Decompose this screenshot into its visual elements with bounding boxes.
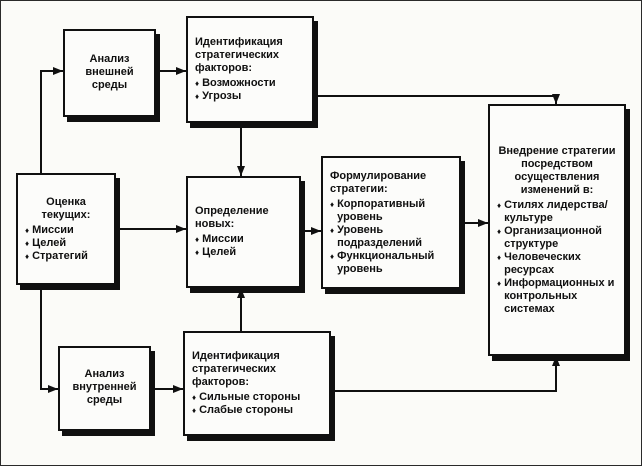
list-item: ♦ Корпоративный уровень bbox=[330, 198, 452, 224]
diamond-bullet-icon: ♦ bbox=[330, 251, 335, 261]
list-item: ♦ Возможности bbox=[195, 77, 305, 90]
box-external-analysis: Анализ внешней среды bbox=[63, 29, 156, 117]
item-text: Организационной структуре bbox=[504, 224, 602, 250]
list-item: ♦ Функциональный уровень bbox=[330, 250, 452, 276]
arrow-assess-to-external-analysis bbox=[40, 67, 63, 173]
item-text: Стилях лидерства/ культуре bbox=[504, 198, 608, 224]
box-internal-factors: Идентификация стратегических факторов: ♦… bbox=[183, 331, 331, 436]
diamond-bullet-icon: ♦ bbox=[497, 252, 502, 262]
item-text: Сильные стороны bbox=[199, 391, 301, 403]
item-text: Угрозы bbox=[202, 90, 242, 102]
item-text: Возможности bbox=[202, 77, 276, 89]
diamond-bullet-icon: ♦ bbox=[195, 248, 200, 257]
item-text: Целей bbox=[32, 236, 67, 249]
box-title: Определение новых: bbox=[195, 205, 269, 230]
diamond-bullet-icon: ♦ bbox=[25, 238, 30, 248]
list-item: ♦ Миссии bbox=[25, 224, 107, 237]
box-title: Формулирование стратегии: bbox=[330, 169, 427, 195]
list-item: ♦ Организационной структуре bbox=[497, 225, 617, 251]
box-title: Внедрение стратегии посредством осуществ… bbox=[498, 144, 616, 196]
diamond-bullet-icon: ♦ bbox=[497, 278, 502, 288]
diamond-bullet-icon: ♦ bbox=[330, 225, 335, 235]
box-assess-current: Оценка текущих: ♦ Миссии ♦ Целей ♦ Страт… bbox=[16, 173, 116, 285]
box-title: Идентификация стратегических факторов: bbox=[192, 350, 280, 388]
item-text: Уровень подразделений bbox=[337, 223, 422, 249]
arrow-internal-factors-to-implement bbox=[331, 356, 560, 392]
box-title: Анализ внутренней среды bbox=[72, 368, 137, 406]
arrow-external-factors-to-implement bbox=[314, 94, 560, 104]
box-title: Анализ внешней среды bbox=[85, 52, 134, 91]
list-item: ♦ Целей bbox=[25, 237, 107, 250]
item-text: Функциональный уровень bbox=[337, 249, 435, 275]
diamond-bullet-icon: ♦ bbox=[195, 79, 200, 88]
diamond-bullet-icon: ♦ bbox=[25, 225, 30, 235]
item-text: Информационных и контрольных системах bbox=[504, 276, 615, 315]
list-item: ♦ Стратегий bbox=[25, 250, 107, 263]
item-text: Корпоративный уровень bbox=[337, 197, 426, 223]
list-item: ♦ Угрозы bbox=[195, 90, 305, 103]
list-item: ♦ Уровень подразделений bbox=[330, 224, 452, 250]
item-text: Миссии bbox=[32, 223, 74, 236]
list-item: ♦ Целей bbox=[195, 246, 292, 259]
list-item: ♦ Миссии bbox=[195, 233, 292, 246]
arrow-assess-to-internal-analysis bbox=[40, 285, 58, 393]
box-title: Оценка текущих: bbox=[41, 195, 91, 221]
diamond-bullet-icon: ♦ bbox=[25, 251, 30, 261]
box-external-factors: Идентификация стратегических факторов: ♦… bbox=[186, 16, 314, 123]
diamond-bullet-icon: ♦ bbox=[195, 92, 200, 101]
diamond-bullet-icon: ♦ bbox=[192, 393, 197, 402]
diamond-bullet-icon: ♦ bbox=[497, 226, 502, 236]
box-define-new: Определение новых: ♦ Миссии ♦ Целей bbox=[186, 176, 301, 288]
diamond-bullet-icon: ♦ bbox=[192, 406, 197, 415]
list-item: ♦ Информационных и контрольных системах bbox=[497, 277, 617, 316]
item-text: Стратегий bbox=[32, 249, 88, 262]
item-text: Слабые стороны bbox=[199, 404, 294, 416]
box-formulate-strategy: Формулирование стратегии: ♦ Корпоративны… bbox=[321, 156, 461, 289]
diamond-bullet-icon: ♦ bbox=[497, 200, 502, 210]
box-internal-analysis: Анализ внутренней среды bbox=[58, 346, 151, 431]
item-text: Целей bbox=[202, 246, 237, 258]
box-title: Идентификация стратегических факторов: bbox=[195, 36, 283, 74]
list-item: ♦ Сильные стороны bbox=[192, 391, 322, 404]
box-implement-strategy: Внедрение стратегии посредством осуществ… bbox=[488, 104, 626, 356]
list-item: ♦ Стилях лидерства/ культуре bbox=[497, 199, 617, 225]
item-text: Миссии bbox=[202, 233, 244, 245]
item-text: Человеческих ресурсах bbox=[504, 250, 581, 276]
list-item: ♦ Слабые стороны bbox=[192, 404, 322, 417]
diamond-bullet-icon: ♦ bbox=[195, 235, 200, 244]
list-item: ♦ Человеческих ресурсах bbox=[497, 251, 617, 277]
diamond-bullet-icon: ♦ bbox=[330, 199, 335, 209]
